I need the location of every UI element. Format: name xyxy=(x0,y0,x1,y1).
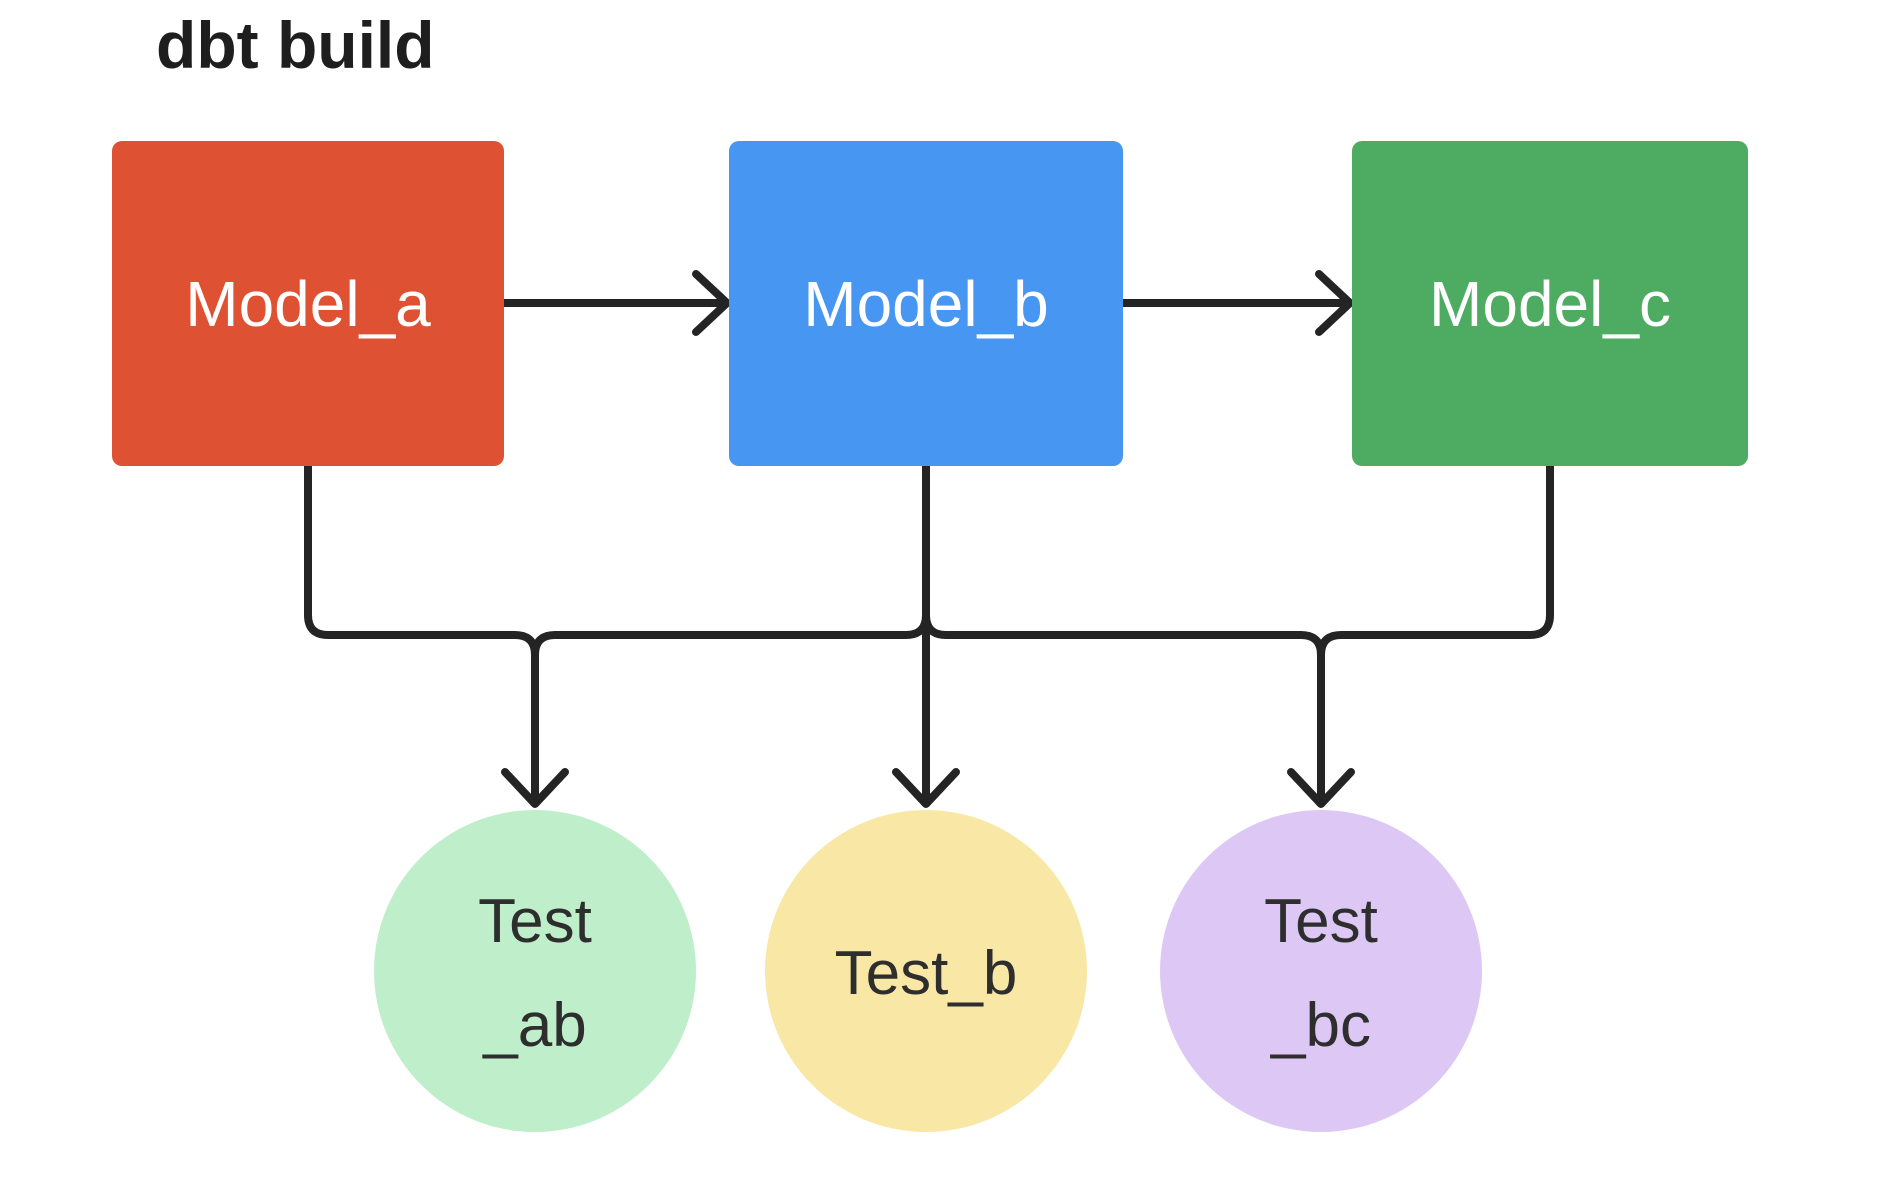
edge-model-b-to-test-ab xyxy=(531,462,930,800)
edge-model-b-to-test-bc xyxy=(922,462,1325,800)
test-bc-circle xyxy=(1160,810,1482,1132)
diagram-title: dbt build xyxy=(156,8,435,82)
test-b-circle xyxy=(765,810,1087,1132)
arrowhead-into-model-b xyxy=(692,270,731,336)
node-model-c: Model_c xyxy=(1352,141,1748,466)
edge-model-c-to-test-bc xyxy=(1317,462,1554,800)
test-ab-circle xyxy=(374,810,696,1132)
model-b-box xyxy=(729,141,1123,466)
test-b-label: Test_b xyxy=(835,939,1018,1008)
arrowhead-into-model-c xyxy=(1315,270,1354,336)
arrowhead-into-test-b xyxy=(892,768,960,808)
node-test-b: Test_b xyxy=(765,810,1087,1132)
test-ab-label-line1: Test xyxy=(478,887,592,956)
node-test-bc: Test _bc xyxy=(1160,810,1482,1132)
model-a-box xyxy=(112,141,504,466)
arrowhead-into-test-ab xyxy=(501,768,569,808)
model-a-label: Model_a xyxy=(185,268,431,340)
test-bc-label-line2: _bc xyxy=(1270,991,1371,1060)
edge-model-a-to-test-ab xyxy=(304,462,539,800)
model-c-label: Model_c xyxy=(1429,268,1671,340)
model-c-box xyxy=(1352,141,1748,466)
model-b-label: Model_b xyxy=(803,268,1049,340)
edge-lines xyxy=(304,270,1554,808)
node-model-b: Model_b xyxy=(729,141,1123,466)
node-test-ab: Test _ab xyxy=(374,810,696,1132)
node-model-a: Model_a xyxy=(112,141,504,466)
arrowhead-into-test-bc xyxy=(1287,768,1355,808)
test-ab-label-line2: _ab xyxy=(482,991,586,1060)
test-bc-label-line1: Test xyxy=(1264,887,1378,956)
